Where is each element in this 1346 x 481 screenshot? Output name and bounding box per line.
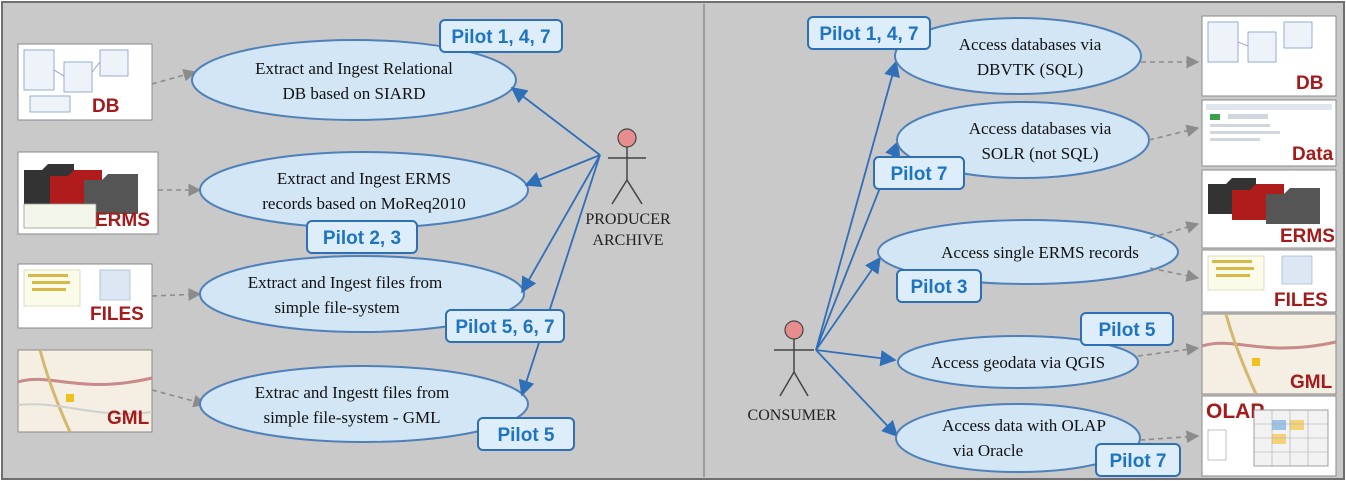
use-case-label: Extract and Ingest ERMS	[277, 169, 451, 188]
consumer-actor: CONSUMER	[748, 320, 837, 424]
association-arrow	[524, 154, 601, 188]
use-case-access-erms: Access single ERMS records	[877, 219, 1179, 285]
files-asset-thumbnail: FILES	[1201, 249, 1337, 313]
erms-asset-thumbnail: ERMS	[17, 151, 159, 235]
dashed-arrow	[1139, 430, 1200, 444]
pilot-badge: Pilot 2, 3	[306, 220, 418, 254]
dashed-arrow	[151, 389, 207, 408]
use-case-extract-gml: Extrac and Ingestt files from simple fil…	[199, 365, 529, 443]
asset-label: ERMS	[1280, 226, 1335, 247]
use-case-label: Access geodata via QGIS	[931, 353, 1105, 372]
actor-head	[784, 320, 804, 340]
asset-label: GML	[107, 408, 150, 429]
db-asset-thumbnail: DB	[1201, 15, 1337, 97]
dashed-arrow	[151, 68, 197, 85]
use-case-label: Extract and Ingest files from	[248, 273, 443, 292]
svg-text:Pilot 7: Pilot 7	[1109, 451, 1166, 472]
use-case-label: Extract and Ingest Relational	[255, 59, 453, 78]
asset-label: GML	[1290, 372, 1333, 393]
use-case-label: DBVTK (SQL)	[977, 60, 1083, 79]
pilot-badge: Pilot 3	[896, 269, 982, 303]
association-arrow	[510, 87, 601, 156]
dashed-arrow	[1137, 343, 1200, 357]
asset-label: OLAP	[1206, 400, 1264, 423]
asset-label: ERMS	[95, 210, 150, 231]
asset-label: FILES	[1274, 290, 1328, 311]
pilot-badge: Pilot 7	[873, 156, 965, 190]
use-case-label: Access databases via	[969, 119, 1112, 138]
olap-asset-thumbnail: OLAP	[1201, 395, 1337, 477]
use-case-label: Extrac and Ingestt files from	[255, 383, 450, 402]
association-arrow	[815, 60, 900, 351]
association-arrow	[518, 154, 601, 397]
use-case-extract-files: Extract and Ingest files from simple fil…	[199, 255, 525, 333]
dashed-arrow	[1149, 267, 1200, 282]
use-case-label: SOLR (not SQL)	[981, 144, 1098, 163]
svg-text:Pilot 1, 4, 7: Pilot 1, 4, 7	[819, 24, 918, 45]
use-case-access-dbvtk: Access databases via DBVTK (SQL)	[894, 17, 1142, 95]
association-arrow	[815, 256, 881, 351]
svg-text:Pilot 7: Pilot 7	[890, 164, 947, 185]
svg-text:Pilot 5: Pilot 5	[1098, 320, 1155, 341]
association-arrow	[815, 349, 897, 367]
svg-text:Pilot 1, 4, 7: Pilot 1, 4, 7	[451, 27, 550, 48]
olap-cube-icon	[1253, 409, 1329, 467]
use-case-label: Access data with OLAP	[942, 416, 1106, 435]
producer-actor: PRODUCER ARCHIVE	[585, 128, 671, 249]
use-case-extract-erms: Extract and Ingest ERMS records based on…	[199, 151, 529, 229]
asset-label: DB	[92, 96, 119, 117]
erms-asset-thumbnail: ERMS	[1201, 169, 1337, 249]
association-arrow	[815, 349, 899, 438]
dashed-arrow	[151, 288, 202, 301]
gml-asset-thumbnail: GML	[17, 349, 153, 433]
use-case-label: via Oracle	[953, 441, 1023, 460]
use-case-label: DB based on SIARD	[282, 84, 425, 103]
use-case-access-qgis: Access geodata via QGIS	[897, 335, 1139, 389]
svg-text:Pilot 5, 6, 7: Pilot 5, 6, 7	[455, 317, 554, 338]
use-case-label: Access databases via	[959, 35, 1102, 54]
asset-label: DB	[1296, 73, 1323, 94]
data-asset-thumbnail: Data	[1201, 99, 1337, 167]
pilot-badge: Pilot 5	[1080, 312, 1174, 346]
use-case-label: records based on MoReq2010	[262, 194, 466, 213]
use-case-access-olap: Access data with OLAP via Oracle	[895, 403, 1141, 473]
svg-text:Pilot 2, 3: Pilot 2, 3	[323, 228, 401, 249]
pilot-badge: Pilot 1, 4, 7	[807, 16, 931, 50]
actor-head	[617, 128, 637, 148]
pilot-badge: Pilot 5	[477, 417, 575, 451]
pilot-badge: Pilot 7	[1095, 443, 1181, 477]
svg-text:Pilot 5: Pilot 5	[497, 425, 554, 446]
use-case-label: simple file-system - GML	[263, 408, 440, 427]
asset-label: Data	[1292, 144, 1334, 165]
pilot-badge: Pilot 1, 4, 7	[439, 19, 563, 53]
use-case-label: simple file-system	[274, 298, 399, 317]
pilot-badge: Pilot 5, 6, 7	[445, 309, 565, 343]
db-asset-thumbnail: DB	[17, 43, 153, 121]
consumer-label: CONSUMER	[748, 407, 837, 424]
asset-label: FILES	[90, 304, 144, 325]
producer-label: PRODUCER	[585, 211, 671, 228]
svg-text:Pilot 3: Pilot 3	[910, 277, 967, 298]
association-arrow	[521, 154, 601, 294]
producer-label: ARCHIVE	[592, 232, 663, 249]
gml-asset-thumbnail: GML	[1201, 313, 1337, 395]
use-case-label: Access single ERMS records	[941, 243, 1139, 262]
use-case-extract-relational-db: Extract and Ingest Relational DB based o…	[191, 39, 517, 121]
files-asset-thumbnail: FILES	[17, 263, 153, 329]
